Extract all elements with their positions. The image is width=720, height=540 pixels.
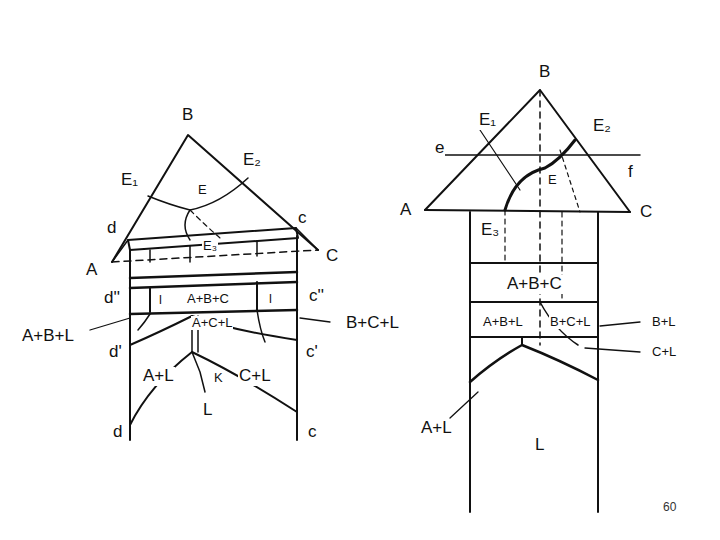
region-label: A+B+L [482, 315, 524, 329]
region-label: B [538, 63, 551, 82]
region-label: C [639, 203, 653, 222]
region-label: l [268, 292, 273, 306]
region-label: E₁ [120, 171, 139, 190]
region-label: c [297, 209, 308, 228]
region-label: E₃ [480, 221, 500, 240]
region-label: A [85, 261, 98, 280]
region-label: C+L [238, 367, 272, 386]
region-label: E₃ [202, 239, 218, 253]
region-label: E [547, 173, 558, 187]
region-label: E [197, 183, 208, 197]
region-label: d'' [103, 289, 121, 308]
region-label: A+B+C [186, 292, 230, 306]
region-label: A+C+L [191, 316, 233, 330]
region-label: A+L [420, 419, 453, 438]
region-label: d' [108, 343, 123, 362]
region-label: C+L [651, 345, 677, 359]
region-label: E₂ [242, 151, 262, 170]
region-label: A [399, 201, 412, 220]
region-label: A+B+C [506, 275, 563, 294]
region-label: l [158, 293, 163, 307]
region-label: A+B+L [21, 327, 75, 346]
region-label: d [106, 219, 117, 238]
region-label: B+L [651, 315, 677, 329]
region-label: f [627, 163, 634, 182]
region-label: d [112, 423, 123, 442]
region-label: B [181, 106, 194, 125]
region-label: e [434, 139, 445, 158]
region-label: c [307, 423, 318, 442]
region-label: L [534, 436, 545, 455]
region-label: C [325, 247, 339, 266]
region-label: E₂ [592, 117, 612, 136]
region-label: E₁ [478, 111, 497, 130]
region-label: K [213, 371, 224, 385]
region-label: c' [305, 343, 319, 362]
region-label: c'' [308, 287, 325, 306]
page-number: 60 [662, 501, 677, 514]
region-label: L [202, 401, 213, 420]
region-label: B+C+L [549, 315, 591, 329]
region-label: A+L [142, 367, 175, 386]
region-label: B+C+L [345, 314, 400, 333]
